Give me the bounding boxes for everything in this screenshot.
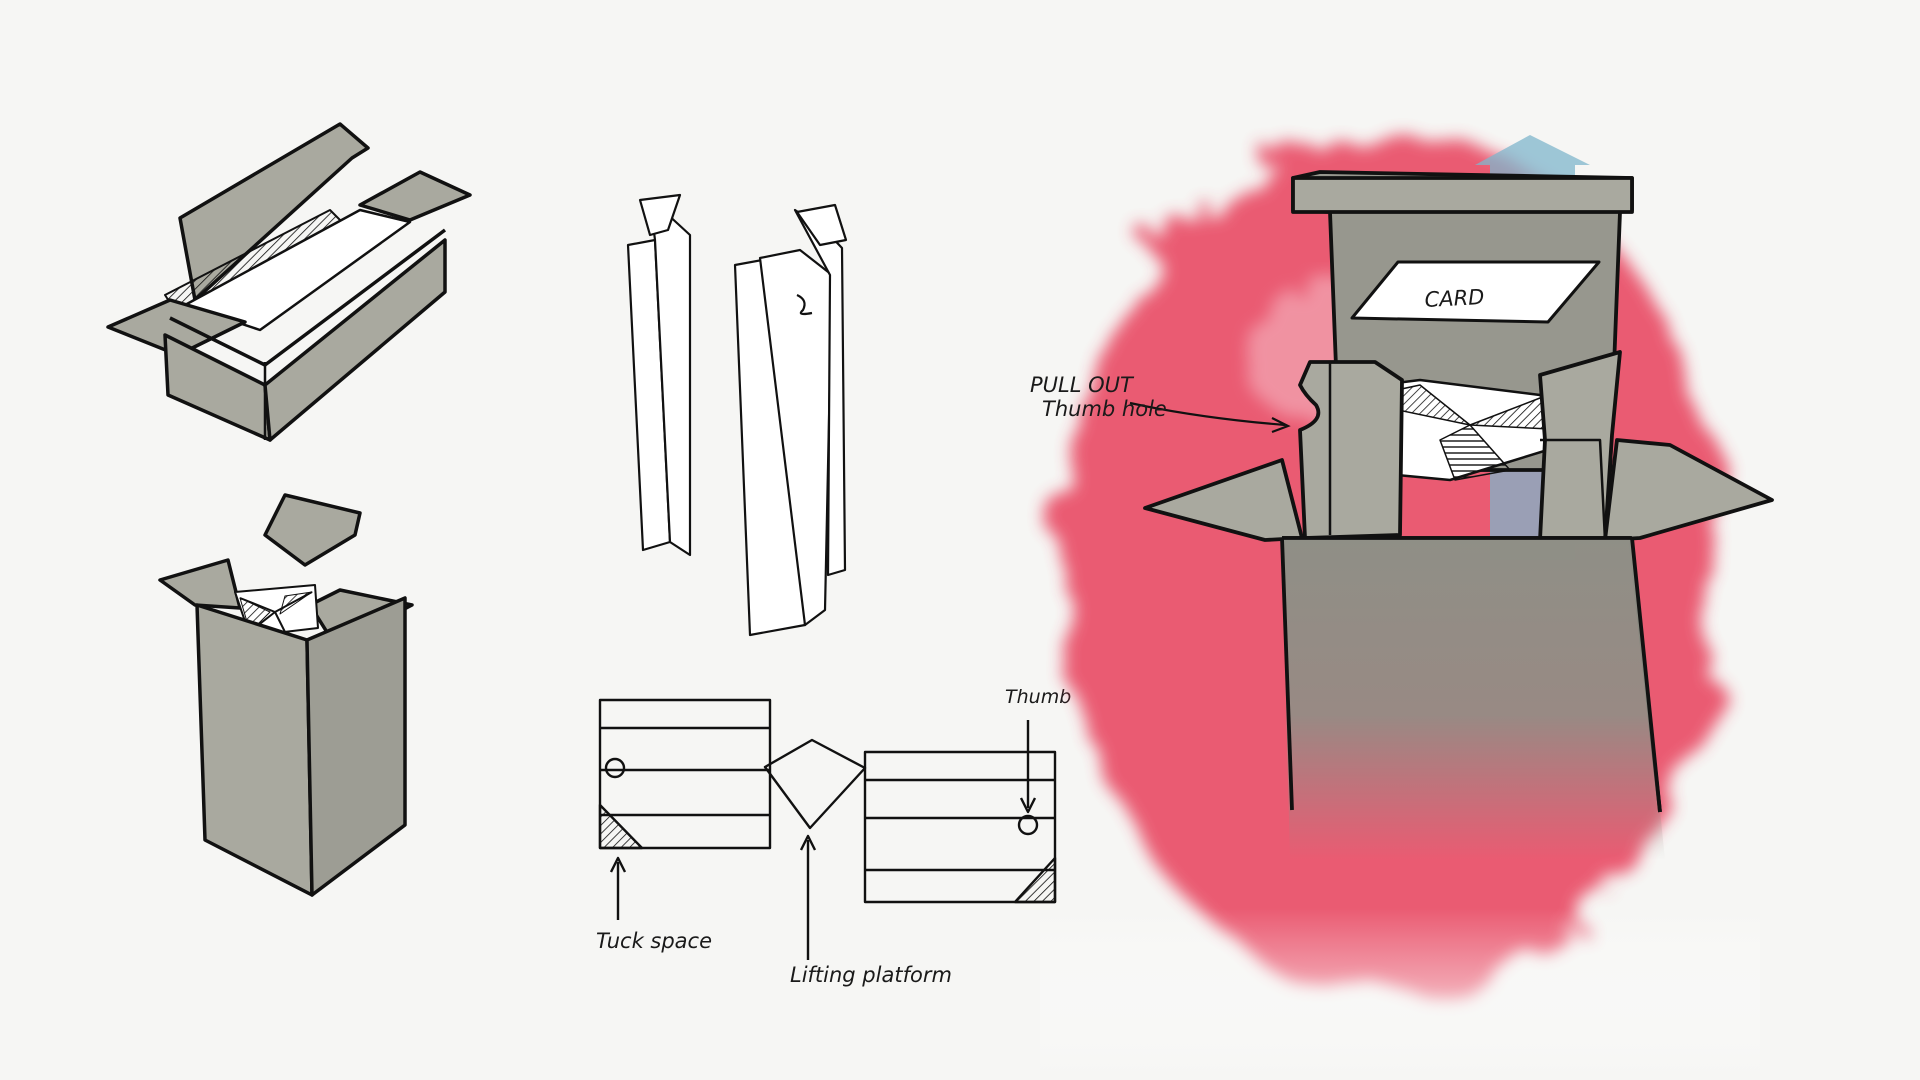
thumb-hole-left xyxy=(604,757,626,779)
flat-dieline-sketch xyxy=(598,698,1057,960)
card-sketch xyxy=(1350,260,1601,324)
open-horizontal-box-sketch xyxy=(106,122,472,442)
lifting-insert-sketch xyxy=(626,193,848,637)
lifting-platform-label: Lifting platform xyxy=(790,963,952,987)
tuck-space-label: Tuck space xyxy=(596,929,712,953)
pull-out-label: PULL OUT xyxy=(1030,373,1135,397)
open-tall-box-sketch xyxy=(158,493,414,897)
card-label: CARD xyxy=(1424,285,1485,312)
thumb-hole-right xyxy=(1017,814,1039,836)
hero-box-sketch: CARD PULL OUT Thumb hole xyxy=(1030,130,1774,1080)
thumb-hole-label: Thumb hole xyxy=(1042,397,1167,421)
